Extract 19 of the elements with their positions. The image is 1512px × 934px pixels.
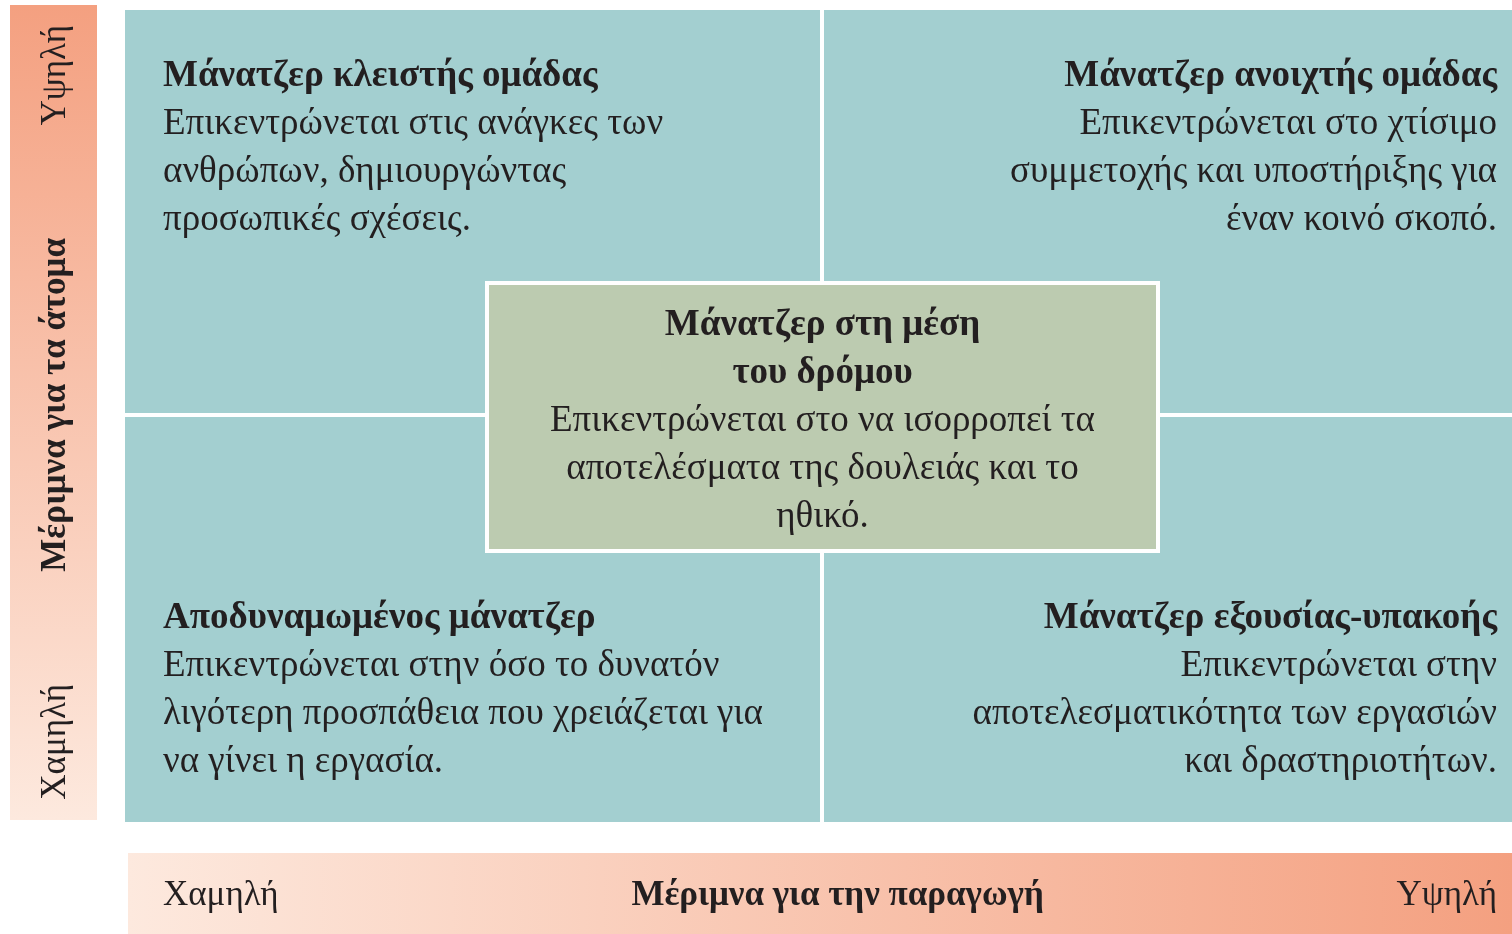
axis-title: Μέριμνα για τα άτομα <box>33 238 74 572</box>
center-box <box>485 281 1160 553</box>
quadrant-text: Επικεντρώνεται στις ανάγκες των ανθρώπων, δημιουργώντας προσωπικές σχέσεις. <box>163 100 665 240</box>
axis-title: Μέριμνα για την παραγωγή <box>631 873 1044 914</box>
axis-level-label: Χαμηλή <box>33 684 74 800</box>
quadrant-heading: Μάνατζερ εξουσίας-υπακοής <box>1042 594 1497 638</box>
quadrant-heading: Αποδυναμωμένος μάνατζερ <box>163 594 597 638</box>
quadrant-text: Επικεντρώνεται στην αποτελεσματικότητα των εργασιών και δραστηριοτήτων. <box>971 642 1497 782</box>
quadrant-heading: Μάνατζερ ανοιχτής ομάδας <box>1063 52 1497 96</box>
axis-level-label: Υψηλή <box>1396 873 1497 914</box>
axis-band <box>128 853 1512 934</box>
quadrant-heading: Μάνατζερ κλειστής ομάδας <box>163 52 599 96</box>
axis-level-label: Χαμηλή <box>163 873 279 914</box>
quadrant-text: Επικεντρώνεται στο να ισορροπεί τα αποτελέσματα της δουλειάς και το ηθικό. <box>549 397 1096 537</box>
axis-level-label: Υψηλή <box>33 25 74 126</box>
quadrant-text: Επικεντρώνεται στην όσο το δυνατόν λιγότερη προσπάθεια που χρειάζεται για να γίνει η εργασία. <box>163 642 764 782</box>
quadrant-heading: Μάνατζερ στη μέση του δρόμου <box>663 301 982 393</box>
quadrant-text: Επικεντρώνεται στο χτίσιμο συμμετοχής και υποστήριξης για έναν κοινό σκοπό. <box>1009 100 1497 240</box>
axis-band <box>10 5 97 820</box>
